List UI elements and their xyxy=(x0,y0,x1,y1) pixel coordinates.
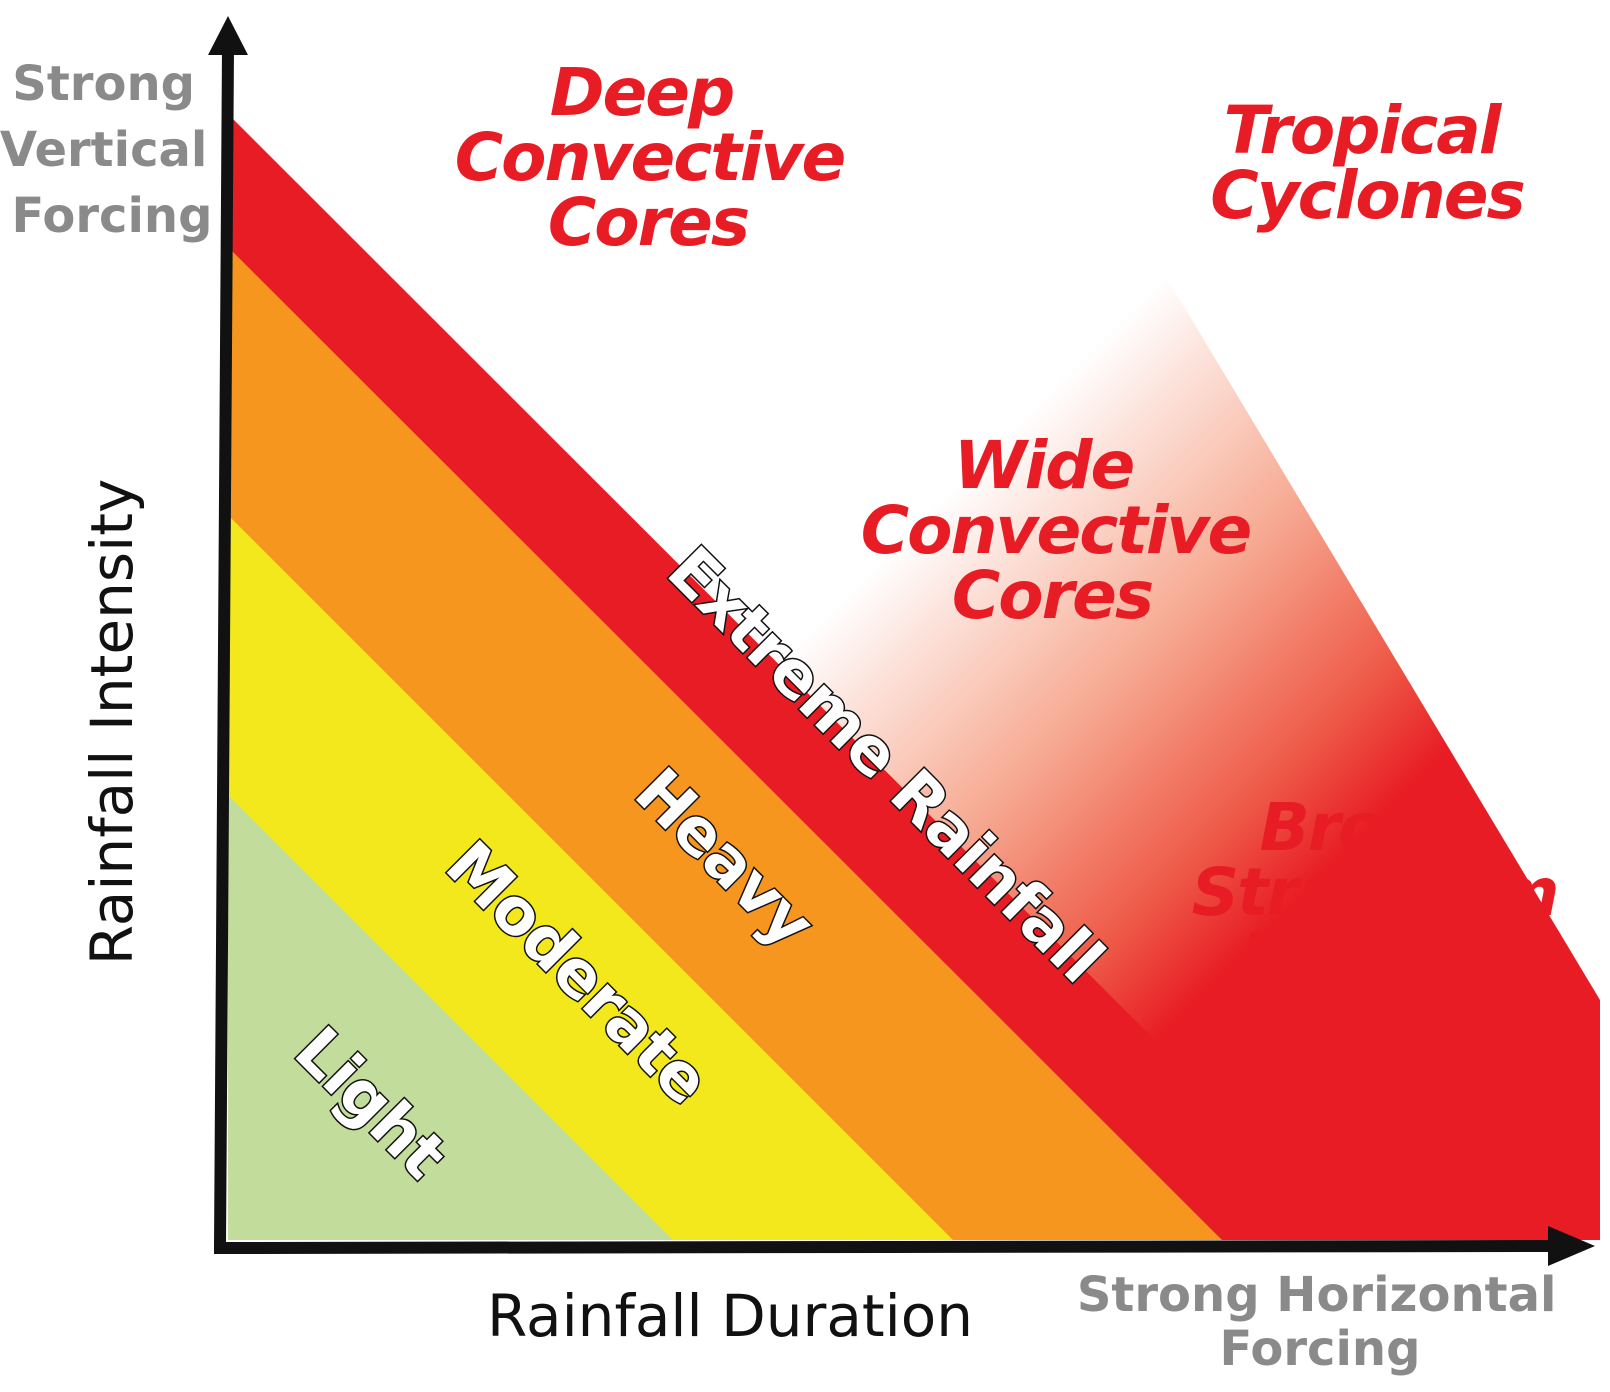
x-axis-line xyxy=(213,1240,1561,1254)
band-light xyxy=(228,795,673,1240)
x-axis-title: Rainfall Duration xyxy=(487,1282,973,1350)
regime-wide-convective-cores: Wide Convective Cores xyxy=(861,427,1272,634)
y-axis-line xyxy=(214,47,234,1247)
regime-tropical-cyclones: Tropical Cyclones xyxy=(1210,92,1524,234)
y-axis-arrowhead xyxy=(208,16,248,55)
horizontal-forcing-label: Strong Horizontal Forcing xyxy=(1077,1267,1573,1377)
x-axis-arrowhead xyxy=(1548,1226,1595,1266)
vertical-forcing-label: Strong Vertical Forcing xyxy=(0,56,224,244)
regime-broad-stratiform-regions: Broad Stratiform Regions xyxy=(1192,789,1579,996)
regime-deep-convective-cores: Deep Convective Cores xyxy=(455,54,866,261)
y-axis-title: Rainfall Intensity xyxy=(78,479,146,966)
